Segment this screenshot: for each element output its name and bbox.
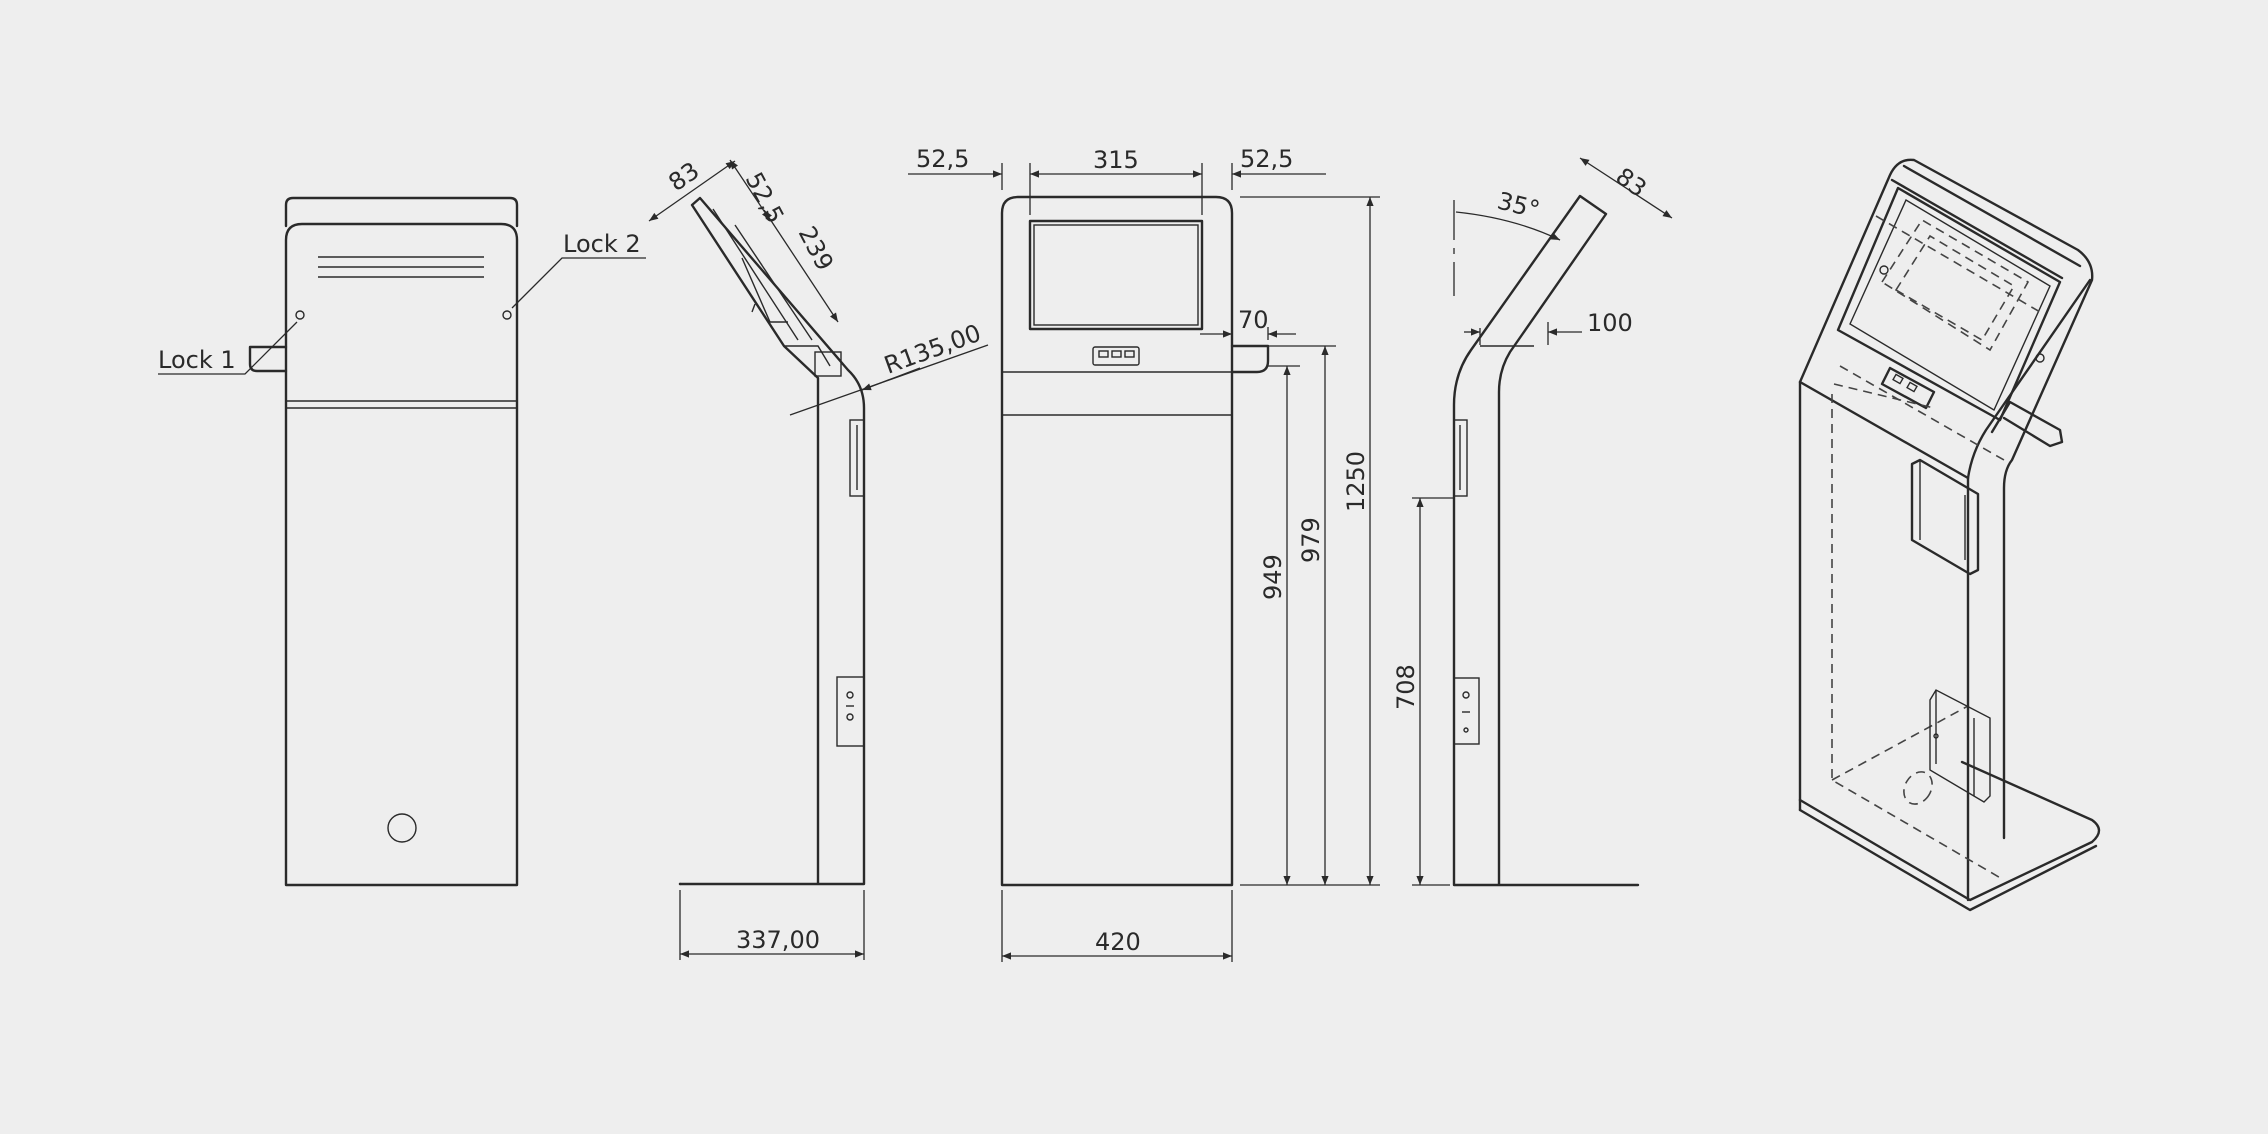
left-margin-label: 52,5 bbox=[916, 145, 969, 173]
dim-100-label: 100 bbox=[1587, 309, 1633, 337]
radius-label: R135,00 bbox=[880, 319, 984, 380]
tower-body bbox=[1798, 158, 2094, 840]
screen-bracket bbox=[741, 257, 788, 323]
keypad-module bbox=[814, 351, 842, 377]
iso-cable-hole bbox=[1903, 771, 1933, 805]
iso-screen bbox=[1880, 218, 2030, 352]
right-profile bbox=[1452, 194, 1640, 887]
rear-body bbox=[284, 222, 519, 887]
lock-1-label: Lock 1 bbox=[158, 346, 236, 374]
dim-83-label: 83 bbox=[663, 156, 704, 196]
right-side-view: 35° 83 100 708 bbox=[1392, 157, 1673, 887]
angle-label: 35° bbox=[1495, 187, 1543, 224]
card-reader bbox=[849, 419, 865, 497]
screen-width-label: 315 bbox=[1093, 146, 1139, 174]
lock-1-icon bbox=[295, 310, 305, 320]
h-708-label: 708 bbox=[1392, 664, 1420, 710]
dim-239-label: 239 bbox=[793, 222, 839, 276]
h-1250-label: 1250 bbox=[1342, 451, 1370, 512]
cable-hole bbox=[387, 813, 417, 843]
dim-83 bbox=[1579, 157, 1673, 219]
rear-shelf bbox=[248, 345, 288, 373]
front-body bbox=[1000, 195, 1234, 887]
depth-label: 337,00 bbox=[736, 926, 820, 954]
front-shelf bbox=[1230, 344, 1270, 374]
h-949-label: 949 bbox=[1259, 554, 1287, 600]
iso-service-box bbox=[1929, 689, 1991, 803]
width-label: 420 bbox=[1095, 928, 1141, 956]
service-port bbox=[836, 676, 865, 747]
isometric-view bbox=[1798, 158, 2101, 912]
base-plate bbox=[1798, 760, 2101, 902]
lock-2-label: Lock 2 bbox=[563, 230, 641, 258]
side-view: 337,00 83 52,5 239 R135,00 bbox=[648, 156, 989, 960]
display-screen bbox=[1028, 219, 1204, 331]
right-margin-label: 52,5 bbox=[1240, 145, 1293, 173]
lock-2-leader bbox=[511, 257, 646, 309]
keypad-ledge bbox=[784, 345, 831, 367]
h-979-label: 979 bbox=[1297, 517, 1325, 563]
rear-view: Lock 1 Lock 2 bbox=[158, 196, 646, 887]
keypad bbox=[1092, 346, 1140, 366]
rear-top-cap bbox=[284, 196, 519, 228]
lock-2-icon bbox=[502, 310, 512, 320]
card-reader bbox=[1453, 419, 1468, 497]
dim-83-label: 83 bbox=[1610, 162, 1651, 203]
shelf-depth-label: 70 bbox=[1238, 306, 1269, 334]
dim-52-5 bbox=[729, 159, 771, 221]
iso-screen-frame bbox=[1836, 186, 2062, 422]
iso-shelf bbox=[1990, 400, 2064, 448]
dim-83 bbox=[648, 160, 736, 222]
lock-1-leader bbox=[158, 321, 298, 375]
dim-239 bbox=[763, 209, 839, 323]
screen-bezel bbox=[712, 208, 799, 341]
service-port bbox=[1453, 677, 1480, 745]
front-view: 52,5 315 52,5 70 949 979 1250 420 bbox=[908, 145, 1380, 962]
angle-arc bbox=[1455, 211, 1561, 241]
dim-52-5-label: 52,5 bbox=[740, 168, 790, 228]
iso-keypad bbox=[1880, 366, 1936, 410]
